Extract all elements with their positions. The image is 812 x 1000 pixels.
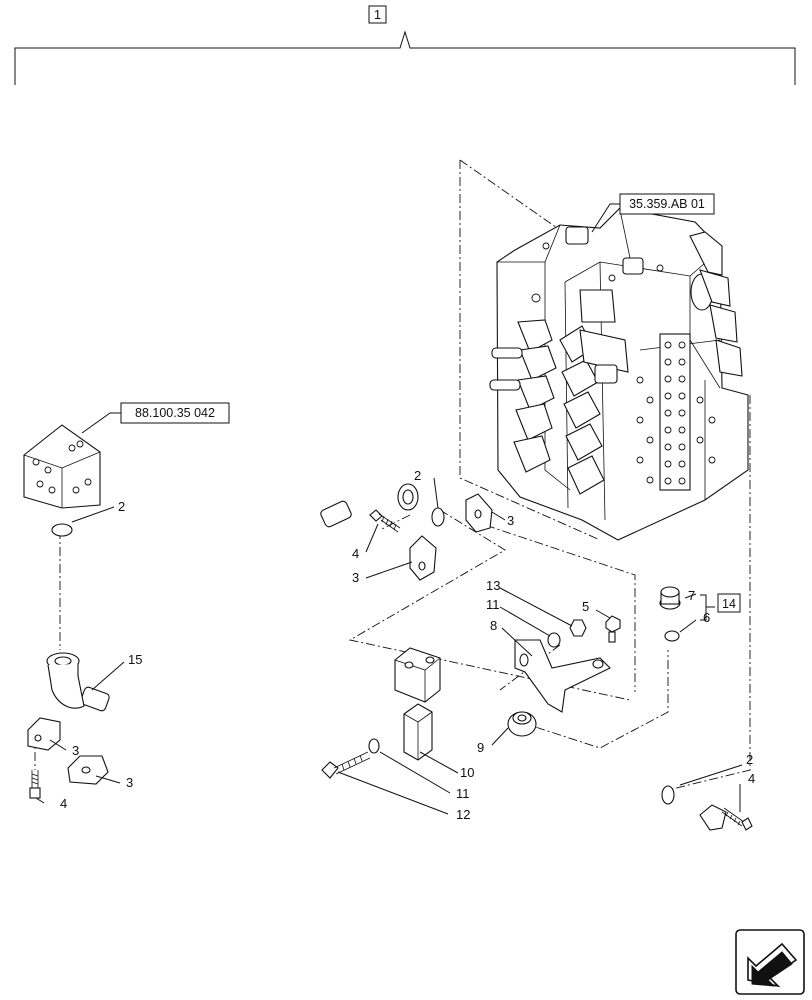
washer-part-11-lower[interactable] [368, 738, 380, 754]
o-ring-part-6[interactable] [664, 630, 680, 642]
clamp-parts-3[interactable] [27, 493, 493, 785]
callout-11-upper: 11 [486, 597, 500, 612]
plug-part-7[interactable] [659, 586, 681, 610]
callout-3-upper-right: 3 [507, 513, 514, 528]
bolt-part-5[interactable] [605, 615, 621, 643]
callout-3-lower-left-a: 3 [72, 743, 79, 758]
control-valve-leader [591, 203, 620, 233]
callout-4-right: 4 [748, 771, 755, 786]
control-valve-ref[interactable]: 35.359.AB 01 [591, 193, 715, 233]
bolt-part-4-upper[interactable] [369, 509, 401, 533]
callout-4-lower-left: 4 [60, 796, 67, 811]
o-ring-right[interactable] [661, 785, 675, 805]
callout-5: 5 [582, 599, 589, 614]
leader-lines [35, 477, 743, 815]
callout-2-upper: 2 [414, 468, 421, 483]
washer-part-11-upper[interactable] [547, 632, 561, 648]
callout-11-lower: 11 [456, 786, 470, 801]
callout-3-lower-left-b: 3 [126, 775, 133, 790]
callout-3-middle: 3 [352, 570, 359, 585]
callout-7: 7 [688, 588, 695, 603]
callout-2-left: 2 [118, 499, 125, 514]
callout-15: 15 [128, 652, 142, 667]
manifold-block-ref[interactable]: 88.100.35 042 [81, 402, 230, 434]
callout-6: 6 [703, 610, 710, 625]
callout-13: 13 [486, 578, 500, 593]
o-ring-upper[interactable] [431, 507, 445, 527]
hose-part-15[interactable] [46, 483, 419, 746]
callout-4-upper: 4 [352, 546, 359, 561]
kit-ref-box[interactable] [717, 593, 741, 613]
callout-9: 9 [477, 740, 484, 755]
bolt-part-12[interactable] [321, 751, 371, 779]
manifold-block-ref-label: 88.100.35 042 [135, 406, 215, 420]
o-ring-left[interactable] [51, 523, 73, 537]
clamp-part-10[interactable] [403, 703, 433, 761]
callout-12: 12 [456, 807, 470, 822]
assembly-ref-box[interactable] [368, 5, 387, 24]
callout-10: 10 [460, 765, 474, 780]
bracket-part-8[interactable] [514, 639, 611, 713]
kit-ref[interactable]: 14 [717, 593, 741, 613]
callout-8: 8 [490, 618, 497, 633]
phantom-lines [34, 159, 751, 791]
bolt-part-4-lower-left[interactable] [29, 770, 41, 799]
bolt-part-4-right[interactable] [721, 807, 753, 831]
control-valve-ref-label: 35.359.AB 01 [629, 197, 705, 211]
nut-part-13[interactable] [569, 619, 587, 637]
next-page-arrow-icon[interactable] [735, 929, 805, 995]
kit-ref-label: 14 [722, 597, 736, 611]
assembly-bracket: 1 [14, 5, 796, 85]
clamp-middle[interactable] [409, 535, 437, 581]
control-valve-assembly[interactable] [489, 207, 749, 541]
callout-labels: 2 2 2 3 3 3 3 4 4 4 5 6 7 8 9 10 11 11 1… [60, 468, 755, 822]
manifold-block[interactable] [23, 424, 101, 509]
clamp-lower-left-a[interactable] [27, 717, 61, 751]
assembly-ref-label: 1 [374, 7, 381, 22]
callout-2-right: 2 [746, 752, 753, 767]
tube-part-9[interactable] [394, 647, 768, 853]
manifold-block-leader [81, 412, 121, 434]
